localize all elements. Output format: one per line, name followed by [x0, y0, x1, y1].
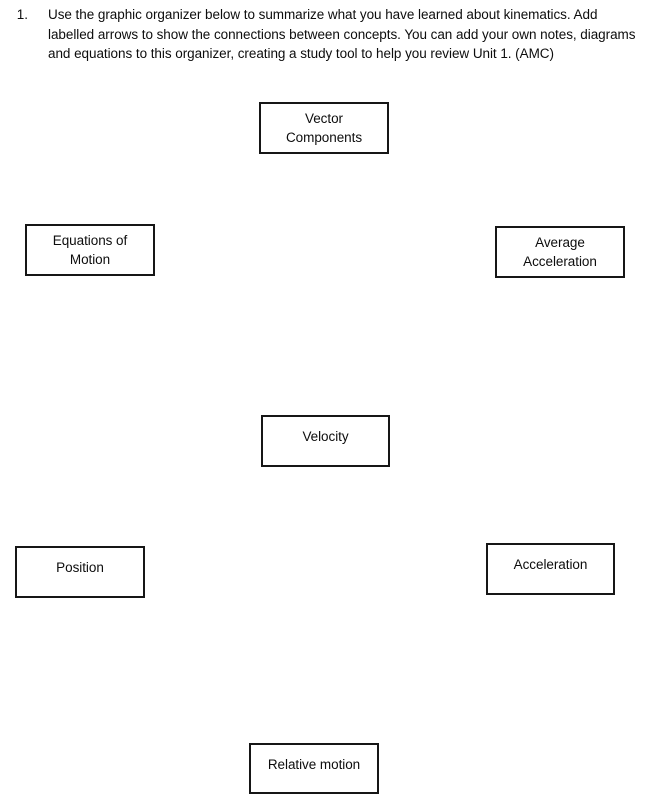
concept-label-vector-components: Vector Components	[285, 111, 363, 145]
concept-box-position[interactable]: Position	[15, 546, 145, 598]
concept-label-relative-motion: Relative motion	[267, 757, 361, 772]
question-number: 1.	[16, 7, 28, 22]
concept-box-velocity[interactable]: Velocity	[261, 415, 390, 467]
question-text: Use the graphic organizer below to summa…	[48, 7, 636, 61]
concept-label-average-acceleration: Average Acceleration	[523, 235, 597, 269]
concept-label-acceleration: Acceleration	[513, 557, 588, 572]
concept-label-equations-of-motion: Equations of Motion	[52, 233, 128, 267]
question-block: 1. Use the graphic organizer below to su…	[0, 0, 653, 64]
question-row: 1. Use the graphic organizer below to su…	[0, 0, 653, 64]
concept-box-acceleration[interactable]: Acceleration	[486, 543, 615, 595]
concept-box-average-acceleration[interactable]: Average Acceleration	[495, 226, 625, 278]
concept-box-relative-motion[interactable]: Relative motion	[249, 743, 379, 794]
concept-box-equations-of-motion[interactable]: Equations of Motion	[25, 224, 155, 276]
concept-label-position: Position	[56, 560, 104, 575]
concept-label-velocity: Velocity	[302, 429, 349, 444]
concept-box-vector-components[interactable]: Vector Components	[259, 102, 389, 154]
